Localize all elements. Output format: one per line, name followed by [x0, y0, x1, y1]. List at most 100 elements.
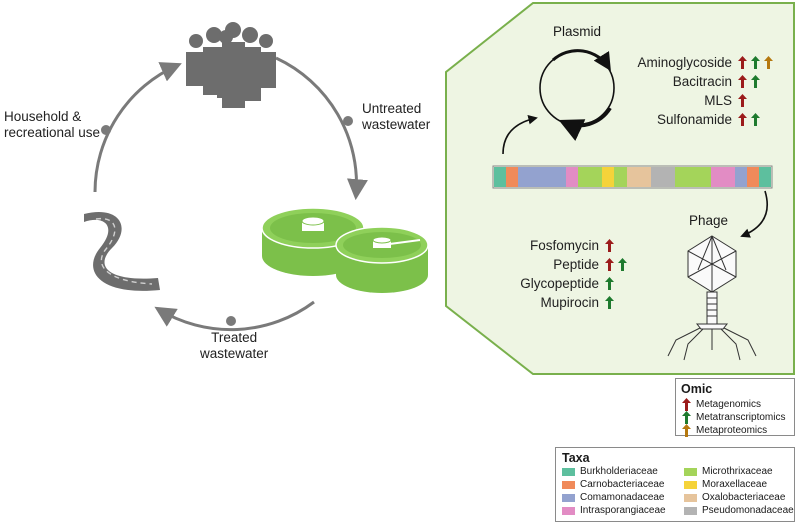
- taxa-swatch: [562, 494, 575, 502]
- plasmid-gene-name: MLS: [704, 93, 732, 108]
- treated-wastewater-label: Treated wastewater: [200, 330, 269, 361]
- taxa-bar-segment: [734, 167, 747, 187]
- taxa-bar-segment: [746, 167, 760, 187]
- people-icon: [186, 22, 276, 108]
- taxa-bar-segment: [614, 167, 627, 187]
- plasmid-gene-row: MLS: [618, 91, 778, 110]
- taxa-bar-segment: [638, 167, 651, 187]
- metagenomics-arrow-icon: [738, 113, 747, 126]
- taxa-swatch: [684, 468, 697, 476]
- taxa-bar-segment: [566, 167, 579, 187]
- taxa-bar-segment: [542, 167, 555, 187]
- metaproteomics-arrow-icon: [682, 424, 691, 437]
- phage-gene-row: Fosfomycin: [505, 236, 645, 255]
- treatment-tanks-icon: [261, 207, 429, 293]
- taxa-legend-label: Pseudomonadaceae: [702, 505, 794, 516]
- metatranscriptomics-arrow-icon: [605, 296, 614, 309]
- untreated-wastewater-label: Untreated wastewater: [362, 101, 431, 132]
- metatranscriptomics-arrow-icon: [605, 277, 614, 290]
- omic-legend-item: Metagenomics: [682, 398, 794, 411]
- omic-legend-label: Metaproteomics: [696, 424, 768, 436]
- taxa-legend-item: Moraxellaceae: [684, 479, 794, 491]
- taxa-swatch: [684, 494, 697, 502]
- phage-gene-name: Peptide: [553, 257, 599, 272]
- omic-legend-title: Omic: [681, 382, 713, 396]
- metatranscriptomics-arrow-icon: [751, 56, 760, 69]
- dot-treated: [226, 316, 236, 326]
- cycle-dots: [101, 116, 353, 326]
- plasmid-gene-row: Bacitracin: [618, 72, 778, 91]
- phage-gene-name: Fosfomycin: [529, 238, 599, 253]
- household-label: Household & recreational use: [4, 109, 101, 140]
- taxa-swatch: [562, 507, 575, 515]
- taxa-legend-label: Carnobacteriaceae: [580, 479, 665, 490]
- phage-label: Phage: [689, 213, 729, 228]
- metagenomics-arrow-icon: [738, 94, 747, 107]
- bar-to-plasmid-arrow: [502, 114, 538, 155]
- plasmid-gene-name: Aminoglycoside: [637, 55, 732, 70]
- taxa-legend-title: Taxa: [562, 451, 590, 465]
- taxa-bar-segment: [590, 167, 603, 187]
- taxa-swatch: [562, 468, 575, 476]
- taxa-bar-segment: [674, 167, 687, 187]
- omic-legend-item: Metaproteomics: [682, 424, 794, 437]
- omic-legend-label: Metagenomics: [696, 398, 762, 410]
- taxa-legend-item: Comamonadaceae: [562, 492, 684, 504]
- metagenomics-arrow-icon: [605, 239, 614, 252]
- bar-to-phage-arrow: [740, 190, 768, 238]
- taxa-bar-segment: [759, 167, 772, 187]
- taxa-legend-label: Intrasporangiaceae: [580, 505, 666, 516]
- metaproteomics-arrow-icon: [764, 56, 773, 69]
- metagenomics-arrow-icon: [605, 258, 614, 271]
- phage-icon: [667, 235, 757, 361]
- plasmid-icon: [539, 49, 615, 141]
- taxa-bar-segment: [602, 167, 615, 187]
- taxa-legend-item: Carnobacteriaceae: [562, 479, 684, 491]
- taxa-bar-segment: [710, 167, 723, 187]
- taxa-bar-segment: [626, 167, 639, 187]
- taxa-bar-segment: [506, 167, 519, 187]
- taxa-swatch: [562, 481, 575, 489]
- taxa-bar-segment: [650, 167, 663, 187]
- arrow-to-people: [93, 62, 182, 193]
- plasmid-gene-row: Sulfonamide: [618, 110, 778, 129]
- taxa-legend-label: Burkholderiaceae: [580, 466, 658, 477]
- taxa-legend-item: Oxalobacteriaceae: [684, 492, 794, 504]
- cycle-arrows: [93, 56, 368, 332]
- taxa-bar-segment: [554, 167, 567, 187]
- omic-legend-item: Metatranscriptomics: [682, 411, 794, 424]
- metagenomics-arrow-icon: [682, 398, 691, 411]
- plasmid-gene-name: Bacitracin: [672, 74, 732, 89]
- taxa-bar-segment: [518, 167, 531, 187]
- taxa-legend-label: Comamonadaceae: [580, 492, 665, 503]
- taxa-legend-item: Intrasporangiaceae: [562, 505, 684, 517]
- arrow-to-wastewater: [275, 56, 368, 201]
- taxa-legend-label: Microthrixaceae: [702, 466, 773, 477]
- taxa-bar-segment: [578, 167, 591, 187]
- metatranscriptomics-arrow-icon: [618, 258, 627, 271]
- taxa-legend-item: Burkholderiaceae: [562, 466, 684, 478]
- metatranscriptomics-arrow-icon: [751, 75, 760, 88]
- phage-gene-row: Glycopeptide: [505, 274, 645, 293]
- taxa-bar-segment: [494, 167, 507, 187]
- taxa-swatch: [684, 481, 697, 489]
- plasmid-gene-row: Aminoglycoside: [618, 53, 778, 72]
- arrow-to-river: [154, 300, 315, 332]
- taxa-swatch: [684, 507, 697, 515]
- omic-legend-label: Metatranscriptomics: [696, 411, 786, 423]
- taxa-legend-label: Oxalobacteriaceae: [702, 492, 786, 503]
- taxa-bar-segment: [722, 167, 735, 187]
- taxa-bar-segment: [662, 167, 675, 187]
- dot-household: [101, 125, 111, 135]
- phage-gene-name: Mupirocin: [540, 295, 599, 310]
- taxa-legend-item: Microthrixaceae: [684, 466, 794, 478]
- dot-untreated: [343, 116, 353, 126]
- taxa-bar-segment: [698, 167, 711, 187]
- taxa-legend-item: Pseudomonadaceae: [684, 505, 794, 517]
- phage-gene-name: Glycopeptide: [520, 276, 599, 291]
- taxa-bar-frame: [492, 165, 773, 189]
- metagenomics-arrow-icon: [738, 56, 747, 69]
